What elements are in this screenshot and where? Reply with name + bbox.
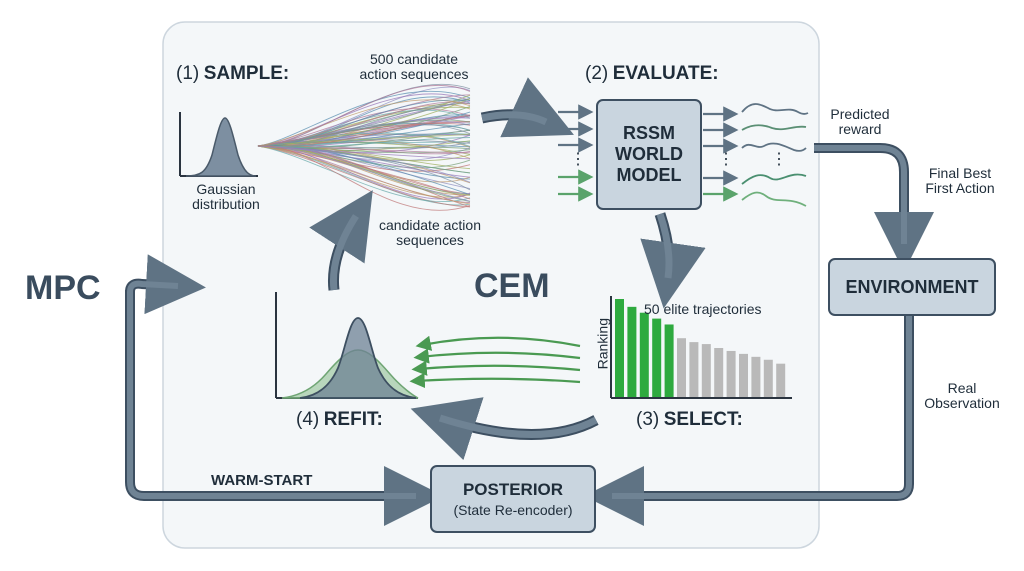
predicted-reward-line-2: reward <box>838 121 882 138</box>
gaussian-label: Gaussian distribution <box>176 181 276 213</box>
candidate-trajectory <box>257 145 471 203</box>
elite-bar <box>627 306 637 397</box>
environment-box: ENVIRONMENT <box>828 258 996 316</box>
candidate-trajectory <box>257 90 471 147</box>
elite-bar <box>664 324 674 397</box>
final-best-line-2: First Action <box>925 180 995 197</box>
final-best-label: Final Best First Action <box>912 165 1008 197</box>
elite-bar <box>639 312 649 397</box>
posterior-box: POSTERIOR (State Re-encoder) <box>430 465 596 533</box>
ranking-bar <box>701 344 711 397</box>
real-observation-line-2: Observation <box>924 395 1000 412</box>
step-refit-number: (4) <box>296 409 320 430</box>
real-observation-label: Real Observation <box>914 380 1010 412</box>
candidates-top-line-2: action sequences <box>359 66 469 83</box>
step-select-number: (3) <box>636 409 660 430</box>
candidate-trajectory <box>257 145 471 211</box>
candidate-trajectory <box>257 145 471 208</box>
environment-label: ENVIRONMENT <box>845 276 979 297</box>
ranking-bar <box>714 348 724 397</box>
ranking-bar <box>763 359 773 397</box>
step-evaluate-heading: (2) EVALUATE: <box>585 63 719 85</box>
gaussian-line-2: distribution <box>192 196 260 213</box>
ranking-bar <box>739 353 748 397</box>
candidates-loop-line-2: sequences <box>396 232 464 249</box>
elite-to-refit-arrows <box>409 335 581 389</box>
candidates-top-line-1: 500 candidate <box>370 51 458 67</box>
mpc-label: MPC <box>25 269 101 307</box>
final-best-line-1: Final Best <box>928 165 992 181</box>
ranking-bar <box>689 342 699 397</box>
refit-plot <box>275 292 419 399</box>
step-sample-heading: (1) SAMPLE: <box>176 63 290 85</box>
predicted-reward-curves <box>741 103 809 207</box>
step-sample-name: SAMPLE: <box>203 63 290 84</box>
ranking-label: Ranking <box>594 318 611 370</box>
step-select-name: SELECT: <box>663 409 743 430</box>
arrow-reward-to-environment <box>814 143 934 272</box>
candidate-trajectory <box>257 98 471 147</box>
gaussian-plot <box>179 112 258 177</box>
predicted-reward-line-1: Predicted <box>830 106 890 122</box>
ranking-chart <box>610 296 792 399</box>
elite-label: 50 elite trajectories <box>644 301 762 317</box>
rssm-line-1: RSSM <box>622 123 675 144</box>
step-sample-number: (1) <box>176 63 200 84</box>
candidate-trajectory <box>257 99 471 147</box>
rssm-output-arrows <box>703 106 739 202</box>
ranking-bar <box>751 356 761 397</box>
posterior-title: POSTERIOR <box>462 480 564 499</box>
rssm-world-model-box: RSSM WORLD MODEL <box>596 99 702 210</box>
ranking-bars <box>615 299 786 397</box>
cem-label: CEM <box>474 267 550 305</box>
candidate-trajectory <box>257 133 471 147</box>
real-observation-line-1: Real <box>947 380 977 396</box>
reward-ellipsis: ⋮ <box>771 151 787 168</box>
rssm-input-arrows <box>558 104 594 202</box>
step-refit-heading: (4) REFIT: <box>296 409 383 431</box>
step-refit-name: REFIT: <box>323 409 383 430</box>
ranking-bar <box>677 338 686 397</box>
ranking-bar <box>776 363 786 397</box>
candidates-top-label: 500 candidate action sequences <box>344 51 484 83</box>
step-evaluate-name: EVALUATE: <box>612 63 719 84</box>
rssm-line-3: MODEL <box>616 164 682 185</box>
elite-bar <box>615 299 624 397</box>
input-ellipsis: ⋮ <box>570 151 586 168</box>
candidate-trajectory <box>257 93 471 147</box>
warm-start-label: WARM-START <box>211 472 313 489</box>
candidate-trajectory <box>257 145 471 205</box>
step-evaluate-number: (2) <box>585 63 609 84</box>
ranking-bar <box>726 350 736 397</box>
posterior-subtitle: (State Re-encoder) <box>453 502 573 518</box>
elite-bar <box>652 318 662 397</box>
candidate-trajectories-fan <box>257 83 471 211</box>
predicted-reward-label: Predicted reward <box>818 106 902 138</box>
output-ellipsis: ⋮ <box>718 151 734 168</box>
gaussian-line-1: Gaussian <box>196 181 256 197</box>
candidate-trajectory <box>257 122 471 147</box>
candidates-loop-label: candidate action sequences <box>368 217 492 249</box>
step-select-heading: (3) SELECT: <box>636 409 743 431</box>
candidates-loop-line-1: candidate action <box>379 217 481 233</box>
candidate-trajectory <box>257 133 471 147</box>
rssm-line-2: WORLD <box>615 144 683 165</box>
candidate-trajectory <box>257 84 471 147</box>
